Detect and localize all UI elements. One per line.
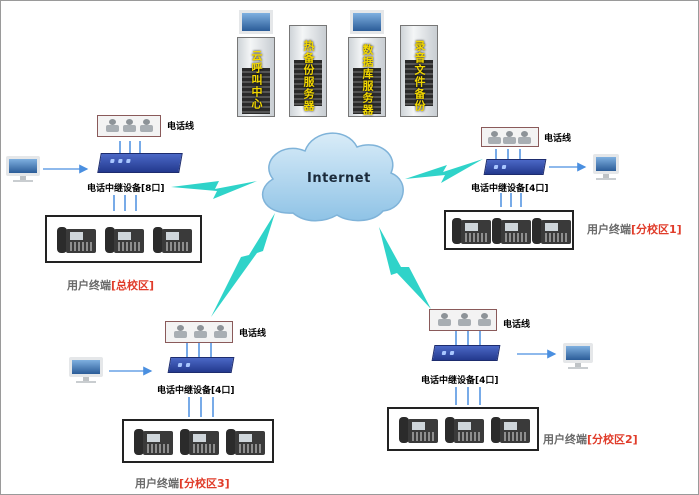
lightning-branch2 [379,227,431,309]
desk-phone-icon [491,415,531,445]
phone-line-label: 电话线 [503,320,531,330]
relay-device-label: 电话中继设备[4口] [157,386,235,396]
relay-device-icon [167,357,235,373]
pc-monitor-icon [563,343,593,369]
relay-device-icon [483,159,547,175]
relay-device-label: 电话中继设备[4口] [471,184,549,194]
user-terminals-group [45,215,202,263]
desk-phone-icon [445,415,485,445]
desk-phone-icon [532,216,572,246]
relay-device-icon [431,345,501,361]
relay-device-label: 电话中继设备[8口] [87,184,165,194]
terminal-label-branch2: 用户终端[分校区2] [543,431,638,447]
server-cloud-call-center: 云呼叫中心 [237,10,275,117]
phone-jack-panel [165,321,233,343]
user-terminals-group [444,210,574,250]
terminal-prefix: 用户终端 [67,279,111,292]
desk-phone-icon [134,427,174,457]
desk-phone-icon [153,225,193,255]
internet-label: Internet [307,171,371,186]
desk-phone-icon [452,216,492,246]
server-database: 数据库服务器 [348,10,386,117]
relay-device-icon [97,153,183,173]
server-label: 热备份服务器 [302,40,315,112]
phone-line-label: 电话线 [167,122,195,132]
desk-phone-icon [492,216,532,246]
desk-phone-icon [399,415,439,445]
phone-jack-panel [481,127,539,147]
server-hot-backup: 热备份服务器 [289,25,327,117]
server-monitor-icon [350,10,384,34]
lightning-main [171,181,257,199]
terminal-label-branch3: 用户终端[分校区3] [135,475,230,491]
server-label: 云呼叫中心 [250,50,263,110]
desk-phone-icon [226,427,266,457]
terminal-site: [分校区3] [179,477,230,490]
server-recording-backup: 录音文件备份 [400,25,438,117]
terminal-label-branch1: 用户终端[分校区1] [587,221,682,237]
terminal-prefix: 用户终端 [543,433,587,446]
lightning-branch1 [405,159,483,183]
phone-line-label: 电话线 [544,134,572,144]
pc-monitor-icon [6,156,40,182]
terminal-label-main: 用户终端[总校区] [67,277,154,293]
desk-phone-icon [180,427,220,457]
server-label: 录音文件备份 [413,40,426,112]
phone-jack-panel [97,115,161,137]
lightning-branch3 [211,213,275,317]
desk-phone-icon [57,225,97,255]
user-terminals-group [387,407,539,451]
terminal-site: [分校区2] [587,433,638,446]
phone-jack-panel [429,309,497,331]
pc-monitor-icon [69,357,103,383]
pc-monitor-icon [593,154,619,180]
terminal-site: [总校区] [111,279,155,292]
user-terminals-group [122,419,274,463]
lightning-links [171,159,483,317]
relay-device-label: 电话中继设备[4口] [421,376,499,386]
internet-cloud [261,132,404,222]
terminal-prefix: 用户终端 [135,477,179,490]
server-monitor-icon [239,10,273,34]
desk-phone-icon [105,225,145,255]
phone-line-label: 电话线 [239,329,267,339]
server-label: 数据库服务器 [361,44,374,116]
terminal-site: [分校区1] [631,223,682,236]
terminal-prefix: 用户终端 [587,223,631,236]
